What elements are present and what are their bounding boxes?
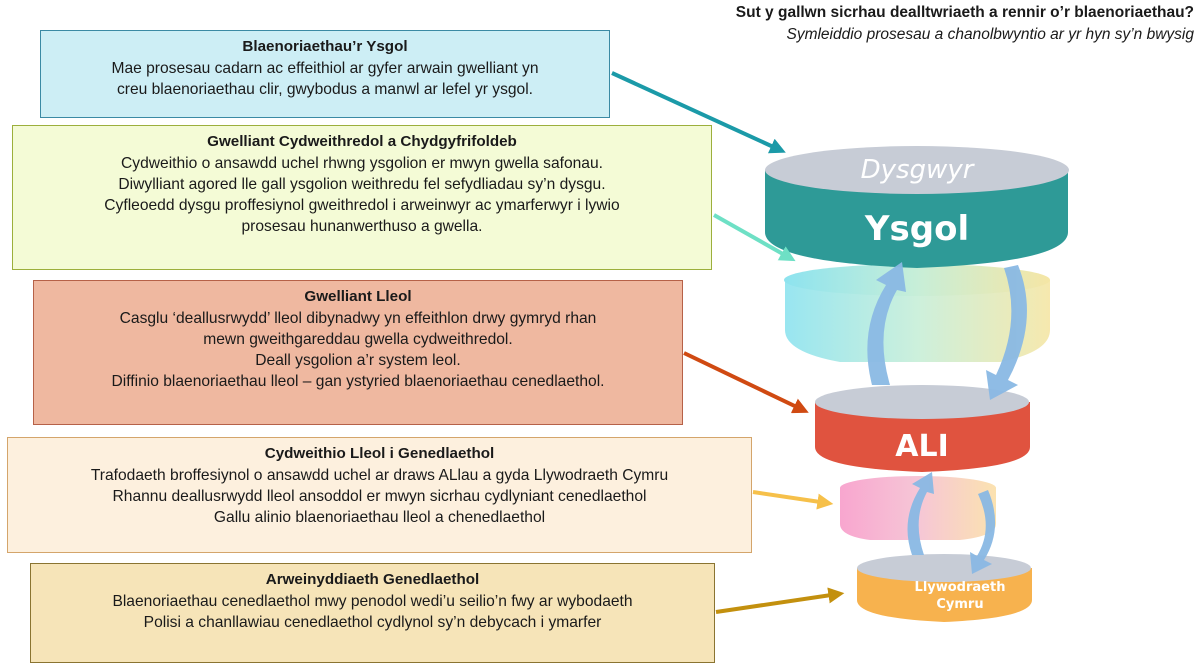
connector-arrow-collab xyxy=(713,213,796,262)
local-improvement-box: Gwelliant Lleol Casglu ‘deallusrwydd’ ll… xyxy=(33,280,683,425)
connector-arrow-national xyxy=(715,587,845,614)
box-line: creu blaenoriaethau clir, gwybodus a man… xyxy=(116,81,534,98)
local-authority-disc: ALI xyxy=(815,385,1030,472)
box-title: Gwelliant Cydweithredol a Chydgyfrifolde… xyxy=(207,133,517,150)
box-title: Arweinyddiaeth Genedlaethol xyxy=(265,571,480,588)
box-line: Polisi a chanllawiau cenedlaethol cydlyn… xyxy=(143,614,602,631)
up-arrow-icon xyxy=(907,472,934,555)
school-label: Ysgol xyxy=(864,209,969,249)
box-line: Diwylliant agored lle gall ysgolion weit… xyxy=(118,176,606,193)
box-line: Cyfleoedd dysgu proffesiynol gweithredol… xyxy=(104,197,620,214)
box-line: Cydweithio o ansawdd uchel rhwng ysgolio… xyxy=(121,155,603,172)
box-title: Gwelliant Lleol xyxy=(304,288,412,305)
school-disc: Dysgwyr Ysgol xyxy=(765,146,1069,268)
header-question: Sut y gallwn sicrhau dealltwriaeth a ren… xyxy=(735,4,1194,21)
up-arrow-icon xyxy=(867,262,906,385)
connector-arrow-school xyxy=(611,71,786,154)
header-subtitle: Symleiddio prosesau a chanolbwyntio ar y… xyxy=(786,26,1194,43)
connector-arrow-local xyxy=(683,351,809,414)
box-title: Blaenoriaethau’r Ysgol xyxy=(242,38,408,55)
box-line: Mae prosesau cadarn ac effeithiol ar gyf… xyxy=(111,60,539,77)
learners-label: Dysgwyr xyxy=(861,155,976,185)
box-line: Blaenoriaethau cenedlaethol mwy penodol … xyxy=(112,593,633,610)
box-title: Cydweithio Lleol i Genedlaethol xyxy=(264,445,495,462)
la-label: ALI xyxy=(895,429,949,464)
connector-arrow-local-national xyxy=(752,490,834,510)
local-to-national-box: Cydweithio Lleol i Genedlaethol Trafodae… xyxy=(7,437,752,553)
box-line: Diffinio blaenoriaethau lleol – gan ysty… xyxy=(111,373,605,390)
upper-cycle-arrows xyxy=(867,262,1027,400)
government-disc: Llywodraeth Cymru xyxy=(857,554,1032,622)
box-line: Trafodaeth broffesiynol o ansawdd uchel … xyxy=(90,467,669,484)
box-line: mewn gweithgareddau gwella cydweithredol… xyxy=(203,331,513,348)
school-priorities-box: Blaenoriaethau’r Ysgol Mae prosesau cada… xyxy=(40,30,610,118)
box-line: Deall ysgolion a’r system leol. xyxy=(255,352,461,369)
national-leadership-box: Arweinyddiaeth Genedlaethol Blaenoriaeth… xyxy=(30,563,715,663)
gov-label-line2: Cymru xyxy=(936,597,983,612)
box-line: prosesau hunanwerthuso a gwella. xyxy=(241,218,483,235)
lower-cycle-arrows xyxy=(907,472,996,574)
box-line: Casglu ‘deallusrwydd’ lleol dibynadwy yn… xyxy=(119,310,597,327)
box-line: Gallu alinio blaenoriaethau lleol a chen… xyxy=(213,509,546,526)
gov-label-line1: Llywodraeth xyxy=(915,580,1006,595)
down-arrow-icon xyxy=(986,265,1027,400)
down-arrow-icon xyxy=(970,490,996,574)
box-line: Rhannu deallusrwydd lleol ansoddol er mw… xyxy=(112,488,647,505)
middle-band xyxy=(784,264,1050,362)
collaborative-improvement-box: Gwelliant Cydweithredol a Chydgyfrifolde… xyxy=(12,125,712,270)
